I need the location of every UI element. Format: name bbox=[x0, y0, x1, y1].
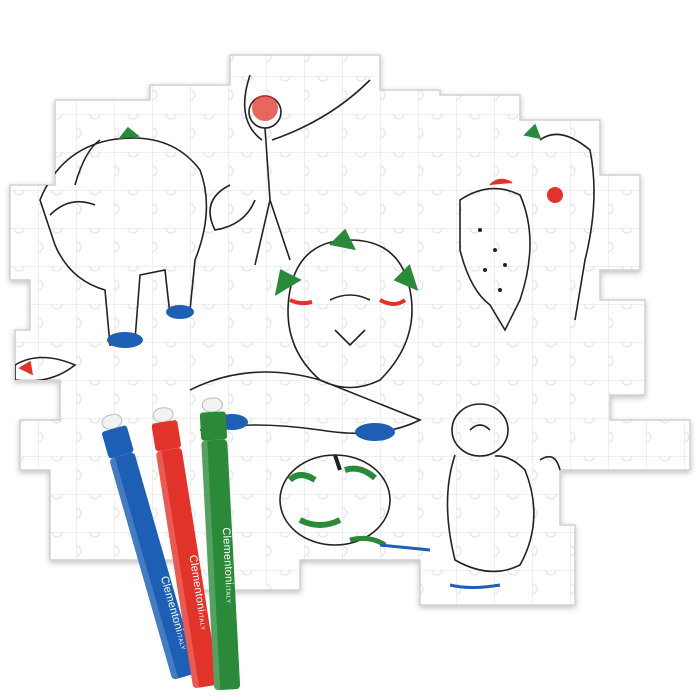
marker-green: Clementoni ITALY bbox=[199, 397, 241, 691]
monkey-drawing bbox=[209, 74, 371, 266]
zebra-drawing bbox=[279, 454, 431, 552]
marker-blue: Clementoni ITALY bbox=[101, 413, 197, 681]
marker-green-brand: Clementoni bbox=[220, 527, 235, 585]
marker-red-origin: ITALY bbox=[197, 612, 206, 631]
puzzle-piece-grid bbox=[10, 55, 690, 605]
marker-green-origin: ITALY bbox=[224, 585, 231, 604]
hyena-drawing bbox=[459, 123, 595, 332]
rhino-drawing bbox=[39, 126, 208, 348]
lion-drawing bbox=[189, 228, 422, 441]
marker-blue-origin: ITALY bbox=[175, 632, 186, 651]
baboon-drawing bbox=[446, 403, 561, 589]
